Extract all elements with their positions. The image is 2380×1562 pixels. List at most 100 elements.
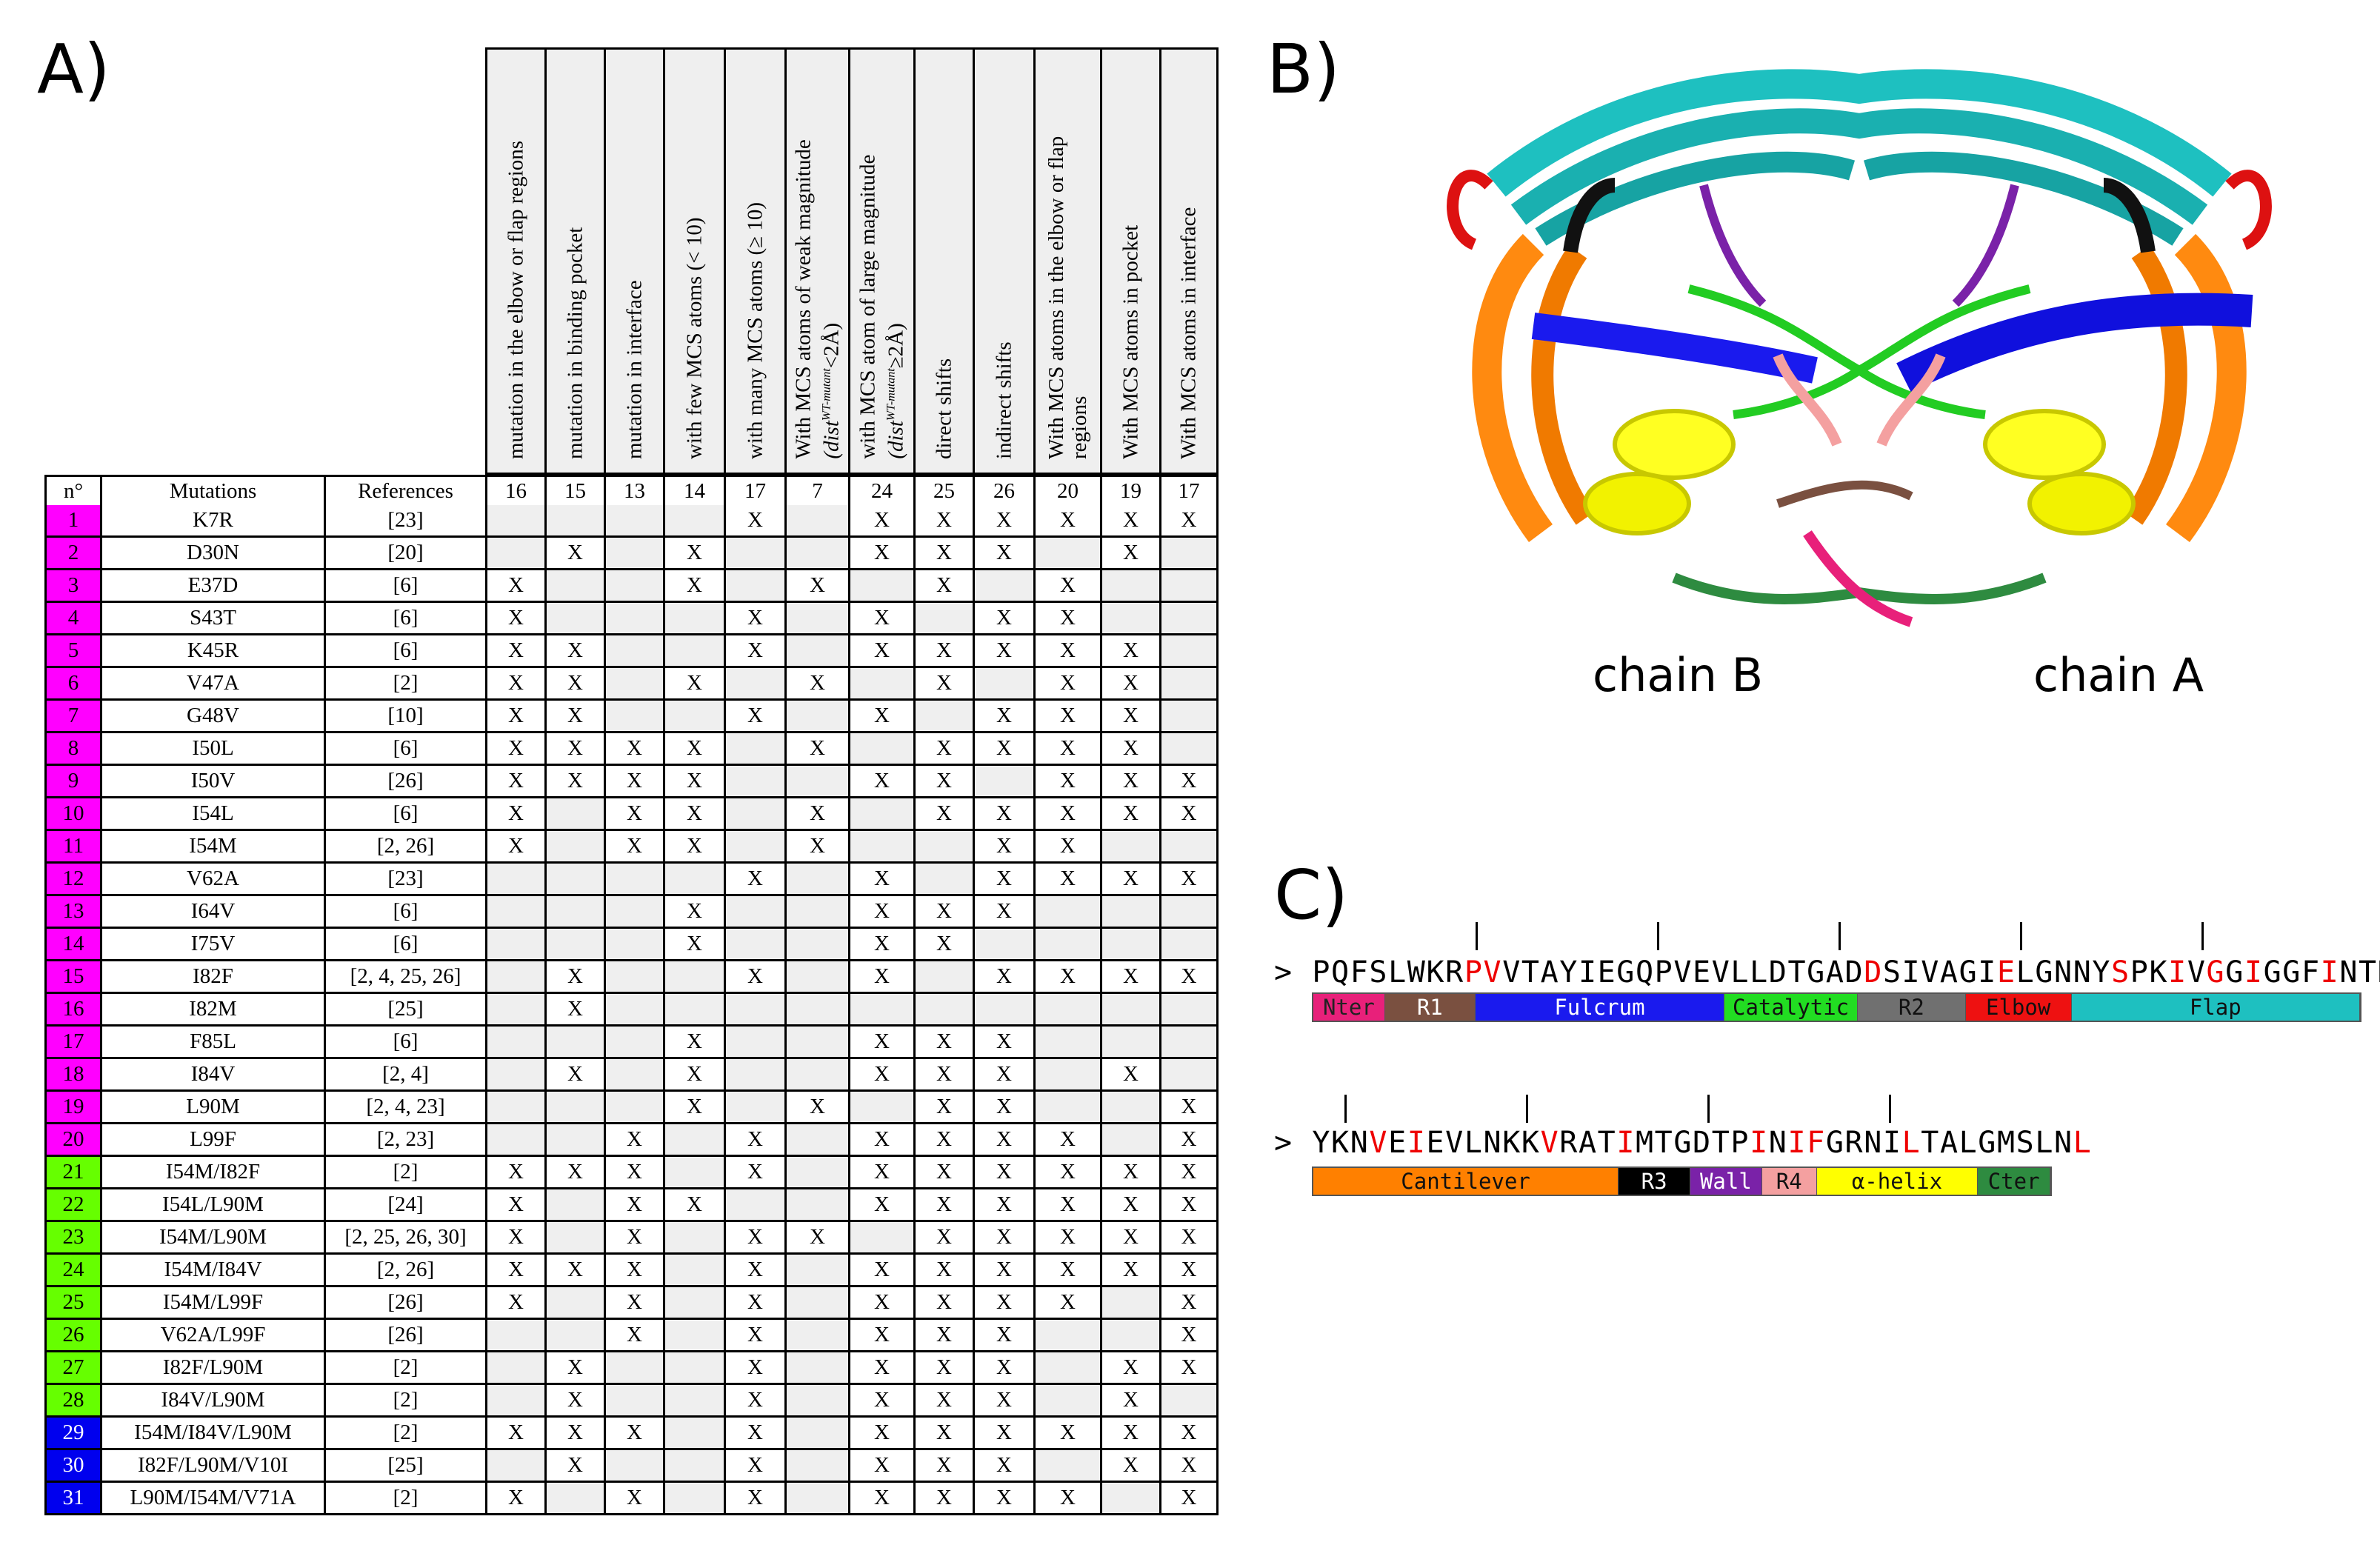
check-mark: X [1033,1418,1100,1450]
mutation-name: I82M [100,994,324,1027]
sequence-residues: SIVAGI [1882,955,1997,989]
empty-cell [848,994,913,1027]
mutation-name: I54L [100,798,324,831]
empty-cell [663,961,724,994]
row-index: 28 [44,1385,100,1418]
empty-cell [1100,1287,1159,1320]
check-mark: X [973,1222,1033,1255]
mutation-name: L99F [100,1124,324,1157]
check-mark: X [485,1418,544,1450]
empty-cell [913,994,973,1027]
check-mark: X [913,1092,973,1124]
check-mark: X [1033,1157,1100,1189]
check-mark: X [1100,1418,1159,1450]
check-mark: X [784,570,848,603]
empty-cell [784,1027,848,1059]
residue-tick [1657,922,1659,950]
empty-cell [604,1450,663,1483]
column-header-label: direct shifts [932,358,956,459]
sequence-residues: PK [2130,955,2169,989]
sequence-residues: RAT [1559,1126,1617,1160]
check-mark: X [973,538,1033,570]
empty-cell [485,929,544,961]
check-mark: X [848,896,913,929]
empty-cell [1159,603,1219,635]
check-mark: X [848,701,913,733]
empty-cell [784,635,848,668]
empty-cell [784,929,848,961]
region-r2: R2 [1857,994,1966,1021]
mutation-name: V62A/L99F [100,1320,324,1352]
residue-tick [1476,922,1478,950]
mutation-name: I75V [100,929,324,961]
empty-cell [784,896,848,929]
empty-cell [544,1189,604,1222]
row-index: 16 [44,994,100,1027]
region-nter: Nter [1313,994,1385,1021]
empty-cell [1100,994,1159,1027]
check-mark: X [848,538,913,570]
check-mark: X [663,896,724,929]
row-index: 6 [44,668,100,701]
empty-cell [1159,1059,1219,1092]
check-mark: X [913,798,973,831]
check-mark: X [1159,1450,1219,1483]
region-catalytic: Catalytic [1724,994,1858,1021]
check-mark: X [973,798,1033,831]
check-mark: X [1100,961,1159,994]
mutation-residue: E [1996,955,2016,989]
empty-cell [604,570,663,603]
empty-cell [544,1092,604,1124]
mutation-name: V47A [100,668,324,701]
reference: [25] [324,994,485,1027]
check-mark: X [544,538,604,570]
check-mark: X [604,1124,663,1157]
check-mark: X [913,505,973,538]
mutation-name: I54M [100,831,324,864]
reference: [2] [324,1483,485,1515]
empty-cell [663,1124,724,1157]
check-mark: X [663,1092,724,1124]
check-mark: X [663,538,724,570]
region--helix: α-helix [1816,1168,1979,1195]
empty-cell [1100,831,1159,864]
sequence-residues: TALGMSLN [1921,1126,2073,1160]
row-index: 2 [44,538,100,570]
column-header-label: mutation in binding pocket [563,227,587,459]
check-mark: X [973,1287,1033,1320]
empty-cell [913,831,973,864]
empty-cell [724,929,784,961]
mutation-name: I54M/I82F [100,1157,324,1189]
check-mark: X [485,635,544,668]
region-r3: R3 [1619,1168,1690,1195]
check-mark: X [663,570,724,603]
empty-cell [784,1352,848,1385]
column-count: 16 [485,475,544,507]
empty-cell [604,896,663,929]
empty-cell [663,1385,724,1418]
check-mark: X [1100,1157,1159,1189]
empty-cell [848,1092,913,1124]
check-mark: X [544,733,604,766]
mutation-name: I54M/L99F [100,1287,324,1320]
chain-a-label: chain A [2033,648,2204,702]
mutation-residue: V [1540,1126,1560,1160]
mutation-name: I54M/I84V [100,1255,324,1287]
reference: [2, 23] [324,1124,485,1157]
check-mark: X [1159,1483,1219,1515]
empty-cell [485,1124,544,1157]
check-mark: X [1159,864,1219,896]
column-header: indirect shifts [973,47,1033,475]
row-index: 31 [44,1483,100,1515]
empty-cell [1100,603,1159,635]
mutation-name: I54M/I84V/L90M [100,1418,324,1450]
column-header: with MCS atom of large magnitude(distWT-… [848,47,913,475]
row-index: 22 [44,1189,100,1222]
check-mark: X [784,1092,848,1124]
sequence-residues: PQFSLWKR [1312,955,1464,989]
region-cantilever: Cantilever [1313,1168,1619,1195]
empty-cell [1033,994,1100,1027]
check-mark: X [663,766,724,798]
check-mark: X [485,668,544,701]
empty-cell [784,1450,848,1483]
